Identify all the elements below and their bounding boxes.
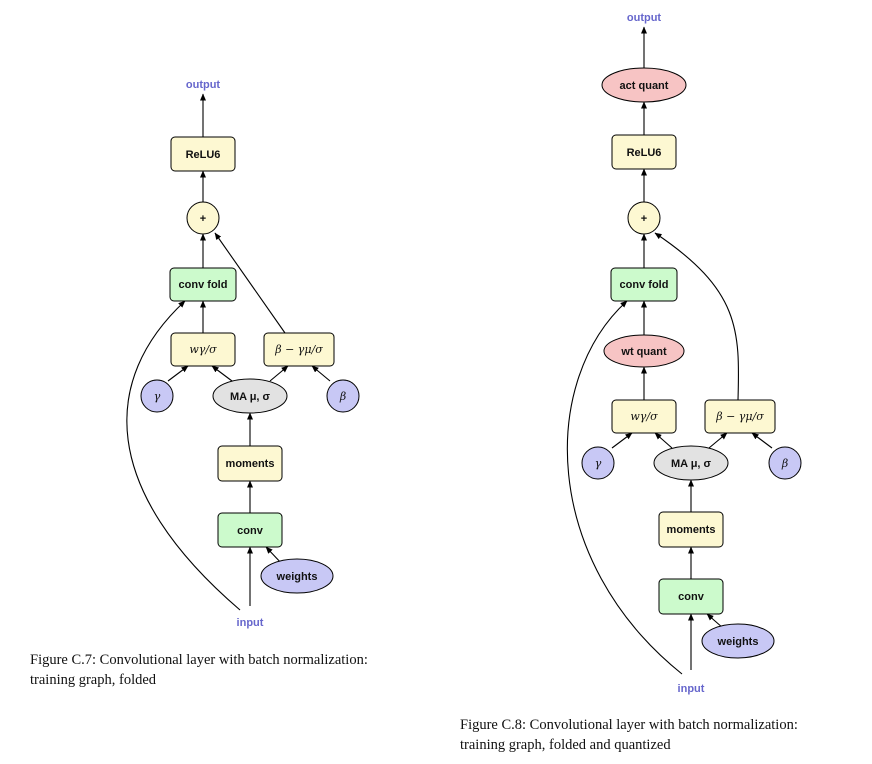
bias-node: β − γμ/σ	[263, 332, 335, 367]
gamma-node: γ	[140, 379, 174, 413]
figure-c8-caption: Figure C.8: Convolutional layer with bat…	[460, 717, 798, 753]
conv-fold-node: conv fold	[610, 267, 678, 302]
relu6-node: ReLU6	[170, 136, 236, 172]
act-quant-node: act quant	[601, 67, 687, 103]
weights-label: weights	[717, 636, 759, 648]
add-label: +	[641, 213, 647, 225]
relu6-label: ReLU6	[186, 149, 221, 161]
bias-node: β − γμ/σ	[704, 399, 776, 434]
conv-fold-label: conv fold	[620, 279, 669, 291]
conv-node: conv	[217, 512, 283, 548]
wscale-node: wγ/σ	[611, 399, 677, 434]
bias-label: β − γμ/σ	[274, 343, 323, 356]
output-label: output	[627, 12, 662, 24]
conv-fold-node: conv fold	[169, 267, 237, 302]
wscale-label: wγ/σ	[189, 343, 217, 356]
moments-node: moments	[217, 445, 283, 482]
weights-label: weights	[276, 571, 318, 583]
edge-beta-bias	[751, 432, 773, 449]
edge-input-convfold	[126, 300, 241, 611]
edge-beta-bias	[311, 365, 331, 382]
relu6-node: ReLU6	[611, 134, 677, 170]
edge-bias-add	[214, 232, 286, 334]
gamma-label: γ	[595, 457, 602, 470]
add-node: +	[627, 201, 661, 235]
beta-node: β	[768, 446, 802, 480]
beta-node: β	[326, 379, 360, 413]
edge-gamma-wscale	[167, 365, 189, 382]
weights-node: weights	[260, 558, 334, 594]
add-label: +	[200, 213, 206, 225]
conv-label: conv	[237, 525, 264, 537]
edge-gamma-wscale	[611, 432, 633, 449]
output-label: output	[186, 79, 221, 91]
moments-node: moments	[658, 511, 724, 548]
conv-label: conv	[678, 591, 705, 603]
beta-label: β	[339, 390, 346, 403]
gamma-label: γ	[154, 390, 161, 403]
wscale-node: wγ/σ	[170, 332, 236, 367]
edge-ma-bias	[269, 365, 289, 382]
bias-label: β − γμ/σ	[715, 410, 764, 423]
beta-label: β	[781, 457, 788, 470]
ma-node: MA μ, σ	[212, 378, 288, 414]
edge-ma-bias	[708, 432, 728, 449]
edges-c7	[126, 93, 331, 611]
relu6-label: ReLU6	[627, 147, 662, 159]
edge-ma-wscale	[211, 365, 233, 382]
moments-label: moments	[226, 458, 275, 470]
figure-c7-caption: Figure C.7: Convolutional layer with bat…	[30, 652, 368, 688]
input-label: input	[678, 683, 705, 695]
ma-node: MA μ, σ	[653, 445, 729, 481]
act-quant-label: act quant	[620, 80, 669, 92]
wt-quant-node: wt quant	[603, 334, 685, 368]
conv-fold-label: conv fold	[179, 279, 228, 291]
input-label: input	[237, 617, 264, 629]
add-node: +	[186, 201, 220, 235]
figure-c7: output ReLU6 + conv fold wγ/σ β − γμ/σ γ	[126, 79, 360, 629]
conv-node: conv	[658, 578, 724, 615]
ma-label: MA μ, σ	[230, 391, 271, 403]
figure-c8: output act quant ReLU6 + conv fold wt qu…	[566, 12, 802, 695]
moments-label: moments	[667, 524, 716, 536]
weights-node: weights	[701, 623, 775, 659]
gamma-node: γ	[581, 446, 615, 480]
edge-ma-wscale	[654, 432, 673, 449]
edge-input-convfold	[566, 300, 683, 675]
wt-quant-label: wt quant	[620, 346, 667, 358]
wscale-label: wγ/σ	[630, 410, 658, 423]
edge-bias-add	[654, 232, 740, 401]
edges-c8	[566, 26, 773, 675]
ma-label: MA μ, σ	[671, 458, 712, 470]
